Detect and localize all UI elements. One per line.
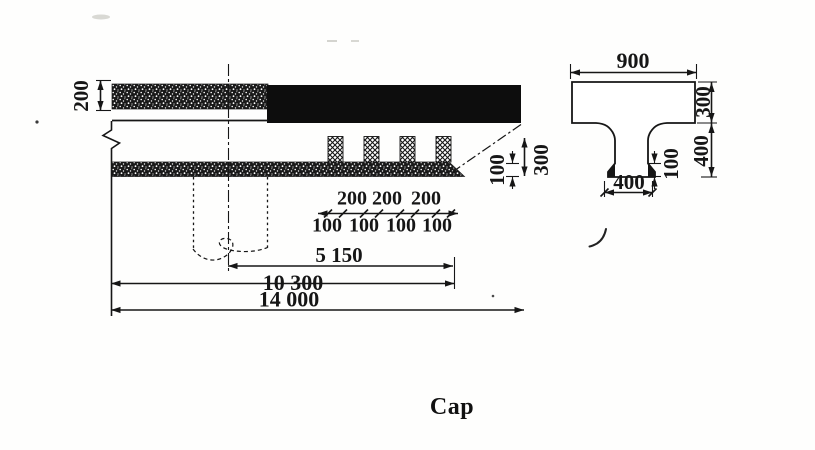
dim-half-span: 5 150 xyxy=(228,243,453,270)
stud-gap-label: 200 xyxy=(372,188,402,210)
shear-stud xyxy=(327,136,344,163)
scan-smudge xyxy=(92,14,110,20)
shear-stud xyxy=(435,136,452,163)
dim-chamfer: 100 xyxy=(648,148,683,189)
figure-caption: Cap xyxy=(430,394,474,420)
dim-total: 14 000 xyxy=(111,287,524,314)
cap-bedding-band xyxy=(111,161,466,177)
scan-speck xyxy=(351,40,359,42)
dim-top-width: 900 xyxy=(569,48,698,79)
dim-span-label: 10 300 xyxy=(263,270,324,295)
scan-speck xyxy=(327,40,337,42)
stud-gap-label: 200 xyxy=(337,188,367,210)
ink-dot xyxy=(35,120,39,124)
dim-slab-thickness-label: 200 xyxy=(69,80,93,112)
dim-bottom-width-label: 400 xyxy=(613,170,645,194)
dim-bottom-width: 400 xyxy=(599,170,658,198)
shear-stud xyxy=(399,136,416,163)
dim-bedding-thickness-label: 100 xyxy=(485,154,509,186)
dim-section-depths: 300 400 xyxy=(689,81,717,178)
dim-slab-thickness: 200 xyxy=(69,79,111,112)
stud-width-label: 100 xyxy=(422,215,452,237)
dim-bedding-thickness: 100 xyxy=(485,151,519,189)
ink-dot xyxy=(491,294,495,298)
left-break-edge-line xyxy=(101,121,122,316)
dim-chamfer-label: 100 xyxy=(659,148,683,180)
stud-width-label: 100 xyxy=(312,215,342,237)
stud-pitch-ticks xyxy=(323,208,456,219)
dim-top-width-label: 900 xyxy=(617,48,650,73)
dim-web-depth-label: 400 xyxy=(689,135,713,167)
dim-stud-zone: 300 xyxy=(521,138,553,176)
taper-leader-line xyxy=(450,124,522,174)
web-flare-left xyxy=(608,163,615,177)
dim-half-span-label: 5 150 xyxy=(315,243,362,267)
shear-stud xyxy=(363,136,380,163)
pile-break-squiggle xyxy=(192,237,268,261)
stud-width-label: 100 xyxy=(349,215,379,237)
stud-width-label: 100 xyxy=(386,215,416,237)
dim-stud-pitch: 200 200 200 100 100 100 100 xyxy=(312,188,458,237)
shear-studs xyxy=(327,136,452,163)
stray-pen-mark xyxy=(588,228,607,248)
dim-stud-zone-label: 300 xyxy=(529,144,553,176)
deck-slab-existing xyxy=(111,83,269,110)
stud-gap-label: 200 xyxy=(411,188,441,210)
dim-total-label: 14 000 xyxy=(259,287,320,312)
web-flare-right xyxy=(648,163,655,177)
dim-flange-depth-label: 300 xyxy=(691,86,715,118)
deck-slab-new xyxy=(267,85,521,123)
dim-span: 10 300 xyxy=(111,270,455,295)
